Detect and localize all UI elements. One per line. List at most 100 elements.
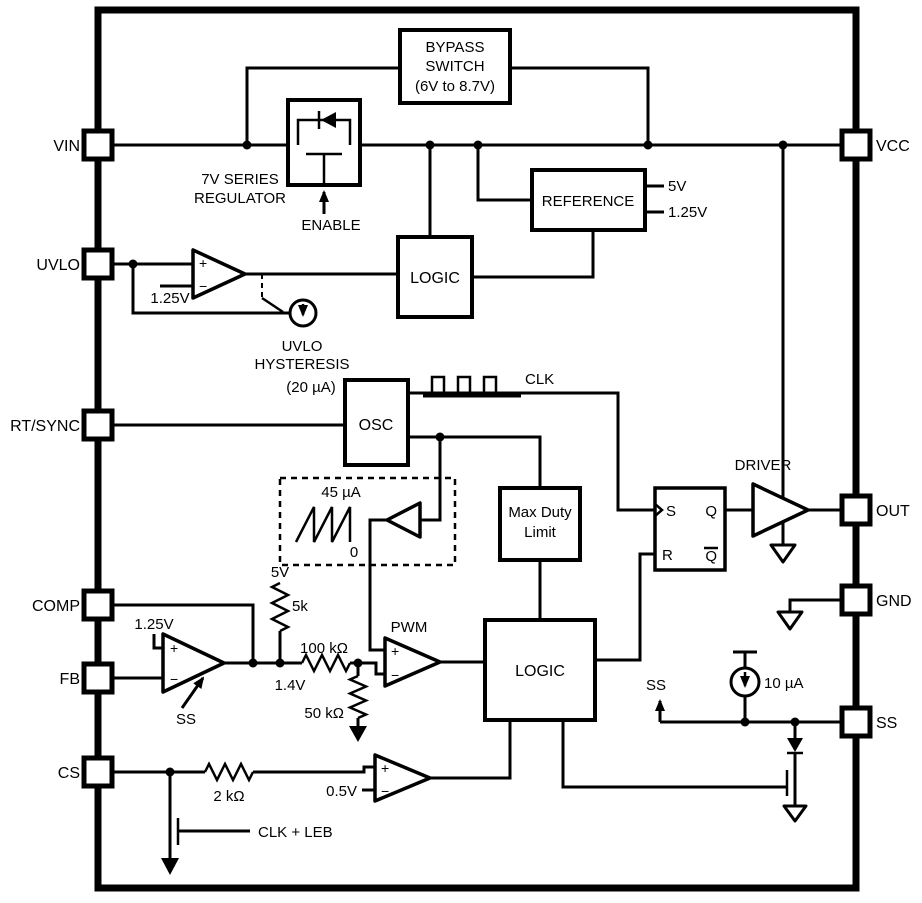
uvlo-hysteresis-label-1: UVLO	[282, 338, 323, 355]
wire-gnd-pin	[788, 598, 842, 612]
wire-logic-ssfet-gate	[561, 720, 786, 789]
wire-bypass-right	[510, 66, 650, 145]
uvlo-comparator	[191, 248, 247, 300]
driver-ground-icon	[769, 543, 797, 564]
pwm-plus-sign: +	[391, 643, 399, 659]
pin-out-label: OUT	[876, 503, 910, 520]
pin-uvlo-pad	[81, 247, 115, 281]
max-duty-label-2: Limit	[524, 524, 557, 541]
pins	[81, 128, 873, 789]
oscillator-block	[343, 378, 410, 467]
bypass-switch-block	[398, 28, 512, 105]
driver-label: DRIVER	[735, 457, 792, 474]
series-regulator-label-2: REGULATOR	[194, 190, 286, 207]
resistor-50k	[346, 674, 370, 720]
pwm-comparator	[383, 636, 442, 688]
wire-hysteresis	[131, 264, 290, 315]
ss-fet-ground-icon	[782, 804, 808, 823]
pin-cs-pad	[81, 755, 115, 789]
logic-bottom-block	[483, 618, 597, 722]
pwm-minus-sign: −	[391, 667, 399, 683]
divider-ground-arrow-icon	[349, 726, 367, 742]
gnd-pin-ground-icon	[776, 610, 804, 631]
latch-r-label: R	[662, 547, 673, 564]
enable-label: ENABLE	[301, 217, 360, 234]
logic-top-label: LOGIC	[410, 270, 460, 287]
logic-bottom-label: LOGIC	[515, 663, 565, 680]
pin-comp-pad	[81, 588, 115, 622]
wire-divider-pwm	[350, 661, 385, 676]
wire-ref-logic	[472, 230, 595, 279]
latch-s-label: S	[666, 503, 676, 520]
series-regulator-label-1: 7V SERIES	[201, 171, 279, 188]
wire-ramp-out	[368, 518, 387, 652]
resistor-5k	[269, 581, 291, 633]
pin-vcc-label: VCC	[876, 138, 910, 155]
wire-cs-comp	[253, 765, 375, 774]
ss-current-label: 10 µA	[764, 675, 804, 692]
clk-pulses-icon	[430, 375, 506, 395]
pin-comp-label: COMP	[32, 598, 80, 615]
pin-ss-pad	[839, 705, 873, 739]
ea-ss-label: SS	[176, 711, 196, 728]
oscillator-label: OSC	[359, 417, 394, 434]
pin-cs-label: CS	[58, 765, 80, 782]
switch-blade	[261, 296, 284, 314]
resistor-100k	[300, 652, 352, 674]
reference-block	[530, 168, 647, 232]
cs-comparator	[373, 753, 432, 803]
pin-uvlo-label: UVLO	[36, 257, 80, 274]
wire-reference-supply	[476, 145, 532, 202]
uvlo-plus-sign: +	[199, 255, 207, 271]
wire-osc-maxduty	[408, 435, 542, 488]
uvlo-hysteresis-label-2: HYSTERESIS	[254, 356, 349, 373]
clk-leb-label: CLK + LEB	[258, 824, 333, 841]
reference-1v25-label: 1.25V	[668, 204, 707, 221]
pin-rtsync-label: RT/SYNC	[10, 418, 80, 435]
resistor-5k-label: 5k	[292, 598, 308, 615]
cs-plus-sign: +	[381, 760, 389, 776]
reference-5v-label: 5V	[668, 178, 686, 195]
latch-q-label: Q	[705, 503, 717, 520]
ss-diode-icon	[787, 738, 803, 752]
pin-vcc-pad	[839, 128, 873, 162]
series-regulator-fet	[296, 111, 352, 185]
cs-blanking-fet	[161, 772, 250, 875]
pin-fb-pad	[81, 661, 115, 695]
node-1v4-label: 1.4V	[275, 677, 306, 694]
clk-label: CLK	[525, 371, 554, 388]
max-duty-limit-block	[498, 486, 582, 562]
ea-plus-sign: +	[170, 640, 178, 656]
ss-discharge-path	[782, 738, 808, 823]
uvlo-minus-sign: −	[199, 278, 207, 294]
resistor-100k-label: 100 kΩ	[300, 640, 348, 657]
pwm-comparator-label: PWM	[391, 619, 428, 636]
pin-gnd-pad	[839, 583, 873, 617]
pin-rtsync-pad	[81, 408, 115, 442]
ramp-current-label: 45 µA	[321, 484, 361, 501]
fet-ground-arrow-icon	[161, 858, 179, 875]
cs-minus-sign: −	[381, 783, 389, 799]
wires	[112, 66, 842, 792]
pin-vin-label: VIN	[53, 138, 80, 155]
uvlo-hysteresis-label-3: (20 µA)	[286, 379, 336, 396]
sawtooth-waveform-icon	[294, 506, 352, 543]
pin-ss-label: SS	[876, 715, 897, 732]
ea-ref-label: 1.25V	[134, 616, 173, 633]
body-diode-icon	[321, 112, 336, 128]
bypass-switch-label-3: (6V to 8.7V)	[415, 78, 495, 95]
reference-label: REFERENCE	[542, 193, 635, 210]
bypass-switch-label-1: BYPASS	[426, 39, 485, 56]
junction-dots	[128, 140, 800, 777]
bypass-switch-label-2: SWITCH	[425, 58, 484, 75]
pin-vin-pad	[81, 128, 115, 162]
wire-logic-latch-r	[595, 552, 655, 662]
ea-soft-start-arrow	[180, 676, 205, 709]
wire-ramp-feed	[420, 437, 442, 522]
resistor-2k	[203, 761, 255, 783]
pin-fb-label: FB	[60, 671, 80, 688]
wire-comp	[112, 603, 255, 663]
resistor-2k-label: 2 kΩ	[213, 788, 244, 805]
